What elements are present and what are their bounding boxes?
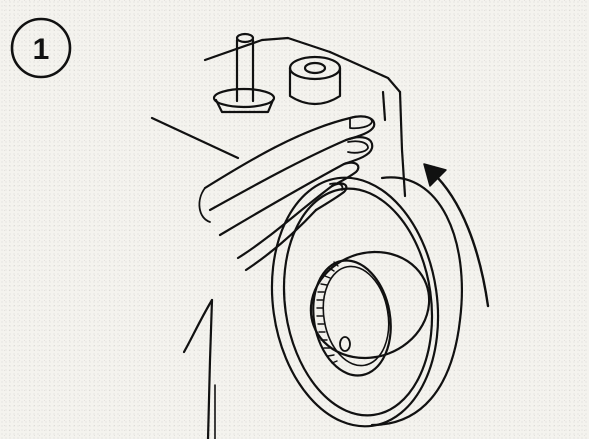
bobbin-winder-spindle [290,57,340,104]
handwheel-knob [305,254,400,381]
handwheel-screw-hole [340,337,350,351]
spool-pin-base-side [216,100,273,112]
handwheel-rim-depth [372,177,462,425]
machine-head [152,38,405,439]
bobbin-winder-top [290,57,340,79]
head-top-right-edge [330,52,400,92]
step-circle [12,19,70,77]
wrist-edge [184,300,212,352]
little-finger [238,184,346,258]
hand-knuckle-edge [246,210,316,270]
spool-pin-base-plate [214,89,274,107]
rotation-arrow [424,164,488,306]
handwheel [256,167,461,437]
handwheel-knurling [317,262,338,363]
spool-pin-top [237,34,253,42]
rotation-arrow-head [424,164,446,186]
head-right-edge [400,92,405,196]
index-fingernail [350,116,372,128]
rotation-arrow-shaft [432,172,488,306]
step-badge: 1 [12,19,70,77]
head-corner-edge [383,92,385,120]
head-front-edge [152,118,238,158]
step-number: 1 [33,33,50,66]
handwheel-hub [296,236,444,375]
middle-fingernail [348,141,368,153]
handwheel-outer-rim [256,167,453,437]
head-lower-left-edge [208,300,212,439]
hand-thumb-side [199,188,210,222]
ring-finger [220,163,358,235]
handwheel-knob-face [316,261,396,371]
middle-finger [210,137,372,210]
bobbin-winder-hole [305,63,325,73]
spool-pin [214,34,274,112]
bobbin-winder-body [290,68,340,104]
head-top-back-edge [205,38,330,60]
handwheel-inner-rim [270,179,446,425]
